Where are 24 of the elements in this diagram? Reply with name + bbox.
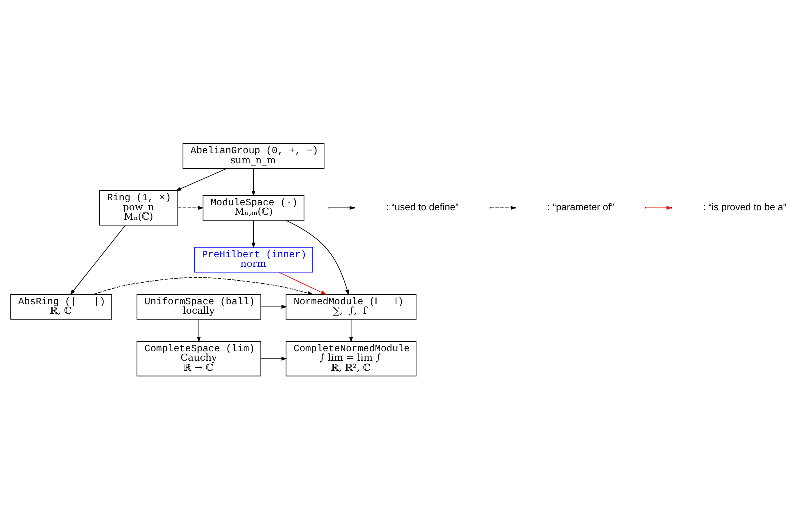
legend-label: : “parameter of” [548,202,614,214]
node-box: CompleteNormedModule ∫ lim = lim ∫ ℝ, ℝ², ℂ [286,341,417,377]
arrow [178,206,204,210]
arrow [252,220,256,248]
arrow [197,319,202,343]
arrow [286,220,350,296]
legend-label: : “is proved to be a” [703,202,787,214]
arrow [278,272,328,295]
node-box: AbsRing (| |) ℝ, ℂ [10,294,112,320]
arrow [176,168,228,192]
node-box: UniformSpace (ball) locally [136,294,262,320]
arrow [260,305,288,309]
arrow [260,357,288,361]
node-box: ModuleSpace (·) Mₙ,ₘ(ℂ) [202,195,305,221]
node-box: NormedModule (‖ ‖) ∑, ∫, f′ [286,294,417,320]
node-box: PreHilbert (inner) norm [194,247,314,273]
arrow [94,277,314,296]
arrow [252,168,256,197]
node-box: CompleteSpace (lim) Cauchy ℝ → ℂ [136,341,262,377]
arrow [70,225,126,296]
legend-label: : “used to define” [386,202,459,214]
node-box: Ring (1, ×) pow_n Mₙ(ℂ) [99,190,178,226]
node-box: AbelianGroup (0, +, −) sum_n_m [182,143,325,170]
arrow [349,319,354,343]
